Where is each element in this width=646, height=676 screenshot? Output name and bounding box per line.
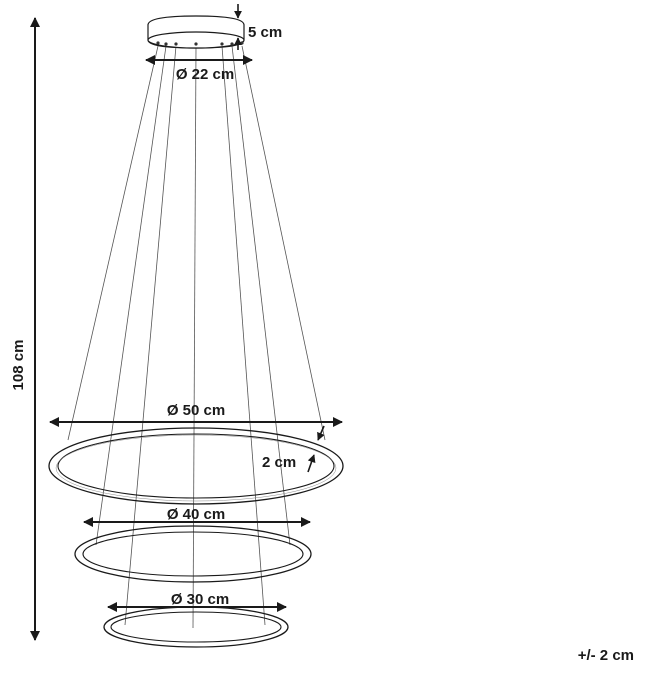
canopy-diameter-label: Ø 22 cm bbox=[176, 66, 234, 83]
tolerance-note: +/- 2 cm bbox=[577, 647, 634, 664]
ring-thickness-label: 2 cm bbox=[262, 454, 296, 471]
middle-ring-diameter-label: Ø 40 cm bbox=[167, 506, 225, 523]
ceiling-canopy bbox=[147, 15, 245, 49]
ring-thickness-dimension bbox=[307, 425, 325, 473]
large-ring bbox=[48, 427, 344, 505]
small-ring-diameter-label: Ø 30 cm bbox=[171, 591, 229, 608]
small-ring bbox=[103, 606, 289, 648]
canopy-height-label: 5 cm bbox=[248, 24, 282, 41]
suspension-wires bbox=[67, 45, 326, 629]
total-height-label: 108 cm bbox=[10, 340, 27, 391]
large-ring-diameter-label: Ø 50 cm bbox=[167, 402, 225, 419]
